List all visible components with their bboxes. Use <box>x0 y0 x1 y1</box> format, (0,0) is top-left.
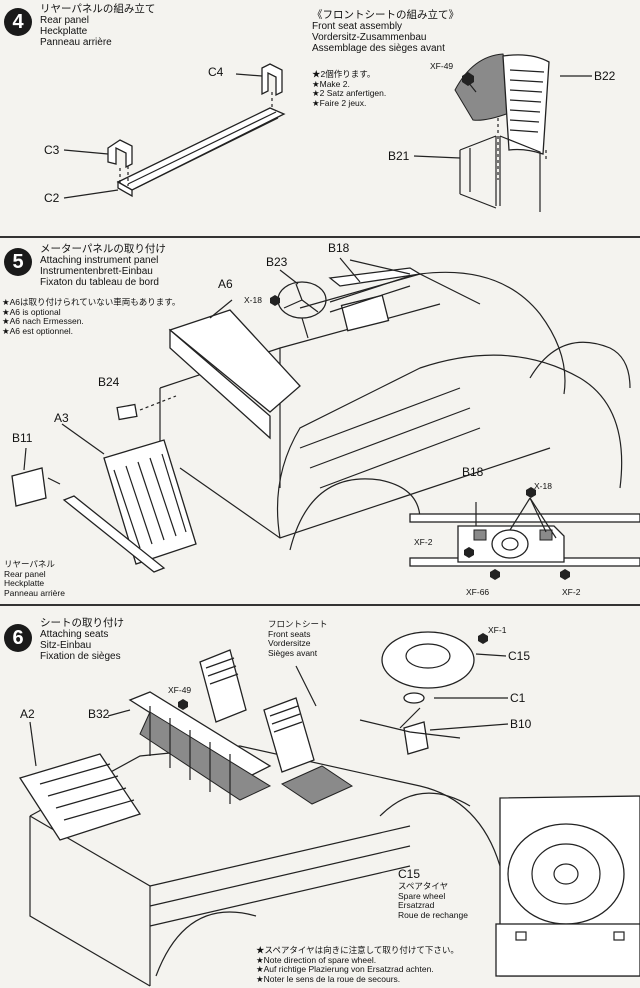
direction-note-jp: ★スペアタイヤは向きに注意して取り付けて下さい。 <box>256 945 459 955</box>
a6-optional-note: ★A6は取り付けられていない車両もあります。 ★A6 is optional ★… <box>2 297 181 336</box>
step-number-4: 4 <box>4 8 32 36</box>
front-seats-jp: フロントシート <box>268 619 328 629</box>
part-label-c2: C2 <box>44 191 60 205</box>
part-label-a2: A2 <box>20 707 35 721</box>
part-label-x18: X-18 <box>244 295 262 305</box>
part-label-c4: C4 <box>208 65 224 79</box>
spare-wheel-jp: スペアタイヤ <box>398 881 449 891</box>
part-label-a6: A6 <box>218 277 233 291</box>
detail-label-xf66: XF-66 <box>466 587 490 597</box>
make-note-de: ★2 Satz anfertigen. <box>312 88 387 98</box>
front-seats-de: Vordersitze <box>268 638 311 648</box>
step-6-section: 6 シートの取り付け Attaching seats Sitz-Einbau F… <box>0 606 640 988</box>
rear-panel-caption: リヤーパネル Rear panel Heckplatte Panneau arr… <box>4 559 65 598</box>
step-6-header: シートの取り付け Attaching seats Sitz-Einbau Fix… <box>40 617 124 663</box>
front-seat-title-jp: 《フロントシートの組み立て》 <box>312 9 459 21</box>
part-label-b11: B11 <box>12 431 33 445</box>
front-seats-caption: フロントシート Front seats Vordersitze Sièges a… <box>268 619 328 658</box>
make-two-note: ★2個作ります。 ★Make 2. ★2 Satz anfertigen. ★F… <box>312 69 387 108</box>
step-5-header: メーターパネルの取り付け Attaching instrument panel … <box>40 243 166 289</box>
front-seat-title-fr: Assemblage des sièges avant <box>312 43 445 54</box>
rear-panel-en: Rear panel <box>4 568 46 579</box>
direction-note-en: ★Note direction of spare wheel. <box>256 954 377 965</box>
paint-label-xf49: XF-49 <box>168 685 192 695</box>
spare-wheel-direction-note: ★スペアタイヤは向きに注意して取り付けて下さい。 ★Note direction… <box>256 945 459 984</box>
rear-panel-fr: Panneau arrière <box>4 587 65 598</box>
step-5-title-fr: Fixaton du tableau de bord <box>40 277 159 288</box>
divider-5-6 <box>0 604 640 606</box>
option-note-jp: ★A6は取り付けられていない車両もあります。 <box>2 297 181 307</box>
part-label-b23: B23 <box>266 255 288 269</box>
detail-label-b18: B18 <box>462 465 484 479</box>
spare-wheel-caption: スペアタイヤ Spare wheel Ersatzrad Roue de rec… <box>398 881 468 920</box>
step-6-title-de: Sitz-Einbau <box>40 640 92 651</box>
instrument-panel-diagram <box>11 257 640 580</box>
part-label-b21: B21 <box>388 149 410 163</box>
make-note-jp: ★2個作ります。 <box>312 69 376 79</box>
step-4-header: リヤーパネルの組み立て Rear panel Heckplatte Pannea… <box>40 3 156 49</box>
step-6-title-jp: シートの取り付け <box>40 617 124 629</box>
direction-note-de: ★Auf richtige Plazierung von Ersatzrad a… <box>256 964 434 974</box>
make-note-en: ★Make 2. <box>312 78 350 89</box>
step-6-title-fr: Fixation de sièges <box>40 651 121 662</box>
paint-label-xf1: XF-1 <box>488 625 507 635</box>
step-4-section: 4 リヤーパネルの組み立て Rear panel Heckplatte Pann… <box>0 0 640 236</box>
paint-label-xf49: XF-49 <box>430 61 454 71</box>
step-4-title-en: Rear panel <box>40 15 89 26</box>
detail-label-xf2-right: XF-2 <box>562 587 581 597</box>
front-seat-title-en: Front seat assembly <box>312 21 403 32</box>
step-5-title-de: Instrumentenbrett-Einbau <box>40 266 153 277</box>
part-label-c3: C3 <box>44 143 60 157</box>
rear-panel-jp: リヤーパネル <box>4 559 55 569</box>
rear-panel-de: Heckplatte <box>4 578 45 588</box>
part-label-c1: C1 <box>510 691 526 705</box>
front-seat-assembly-header: 《フロントシートの組み立て》 Front seat assembly Vorde… <box>312 9 459 55</box>
make-note-fr: ★Faire 2 jeux. <box>312 97 367 108</box>
detail-label-x18: X-18 <box>534 481 552 491</box>
step-6-title-en: Attaching seats <box>40 629 109 640</box>
step-number-6: 6 <box>4 624 32 652</box>
step-4-title-fr: Panneau arrière <box>40 37 112 48</box>
option-note-de: ★A6 nach Ermessen. <box>2 316 84 326</box>
detail-label-xf2-left: XF-2 <box>414 537 433 547</box>
direction-note-fr: ★Noter le sens de la roue de secours. <box>256 973 401 984</box>
spare-wheel-de: Ersatzrad <box>398 900 435 910</box>
step-4-title-de: Heckplatte <box>40 26 88 37</box>
divider-4-5 <box>0 236 640 238</box>
step-number-5: 5 <box>4 248 32 276</box>
option-note-fr: ★A6 est optionnel. <box>2 325 73 336</box>
part-label-a3: A3 <box>54 411 69 425</box>
step-4-title-jp: リヤーパネルの組み立て <box>40 3 156 15</box>
spare-wheel-fr: Roue de rechange <box>398 909 468 920</box>
seats-diagram <box>18 631 640 987</box>
detail-label-c15: C15 <box>398 867 421 881</box>
front-seats-en: Front seats <box>268 628 311 639</box>
part-label-b32: B32 <box>88 707 110 721</box>
part-label-b10: B10 <box>510 717 532 731</box>
step-5-section: 5 メーターパネルの取り付け Attaching instrument pane… <box>0 238 640 604</box>
step-5-title-en: Attaching instrument panel <box>40 255 159 266</box>
part-label-b18: B18 <box>328 241 350 255</box>
spare-wheel-en: Spare wheel <box>398 890 446 901</box>
front-seat-title-de: Vordersitz-Zusammenbau <box>312 32 427 43</box>
part-label-b22: B22 <box>594 69 616 83</box>
part-label-c15: C15 <box>508 649 531 663</box>
part-label-b24: B24 <box>98 375 120 389</box>
step-5-title-jp: メーターパネルの取り付け <box>40 243 166 255</box>
rear-panel-diagram <box>63 53 592 212</box>
front-seats-fr: Sièges avant <box>268 647 318 658</box>
option-note-en: ★A6 is optional <box>2 306 61 317</box>
